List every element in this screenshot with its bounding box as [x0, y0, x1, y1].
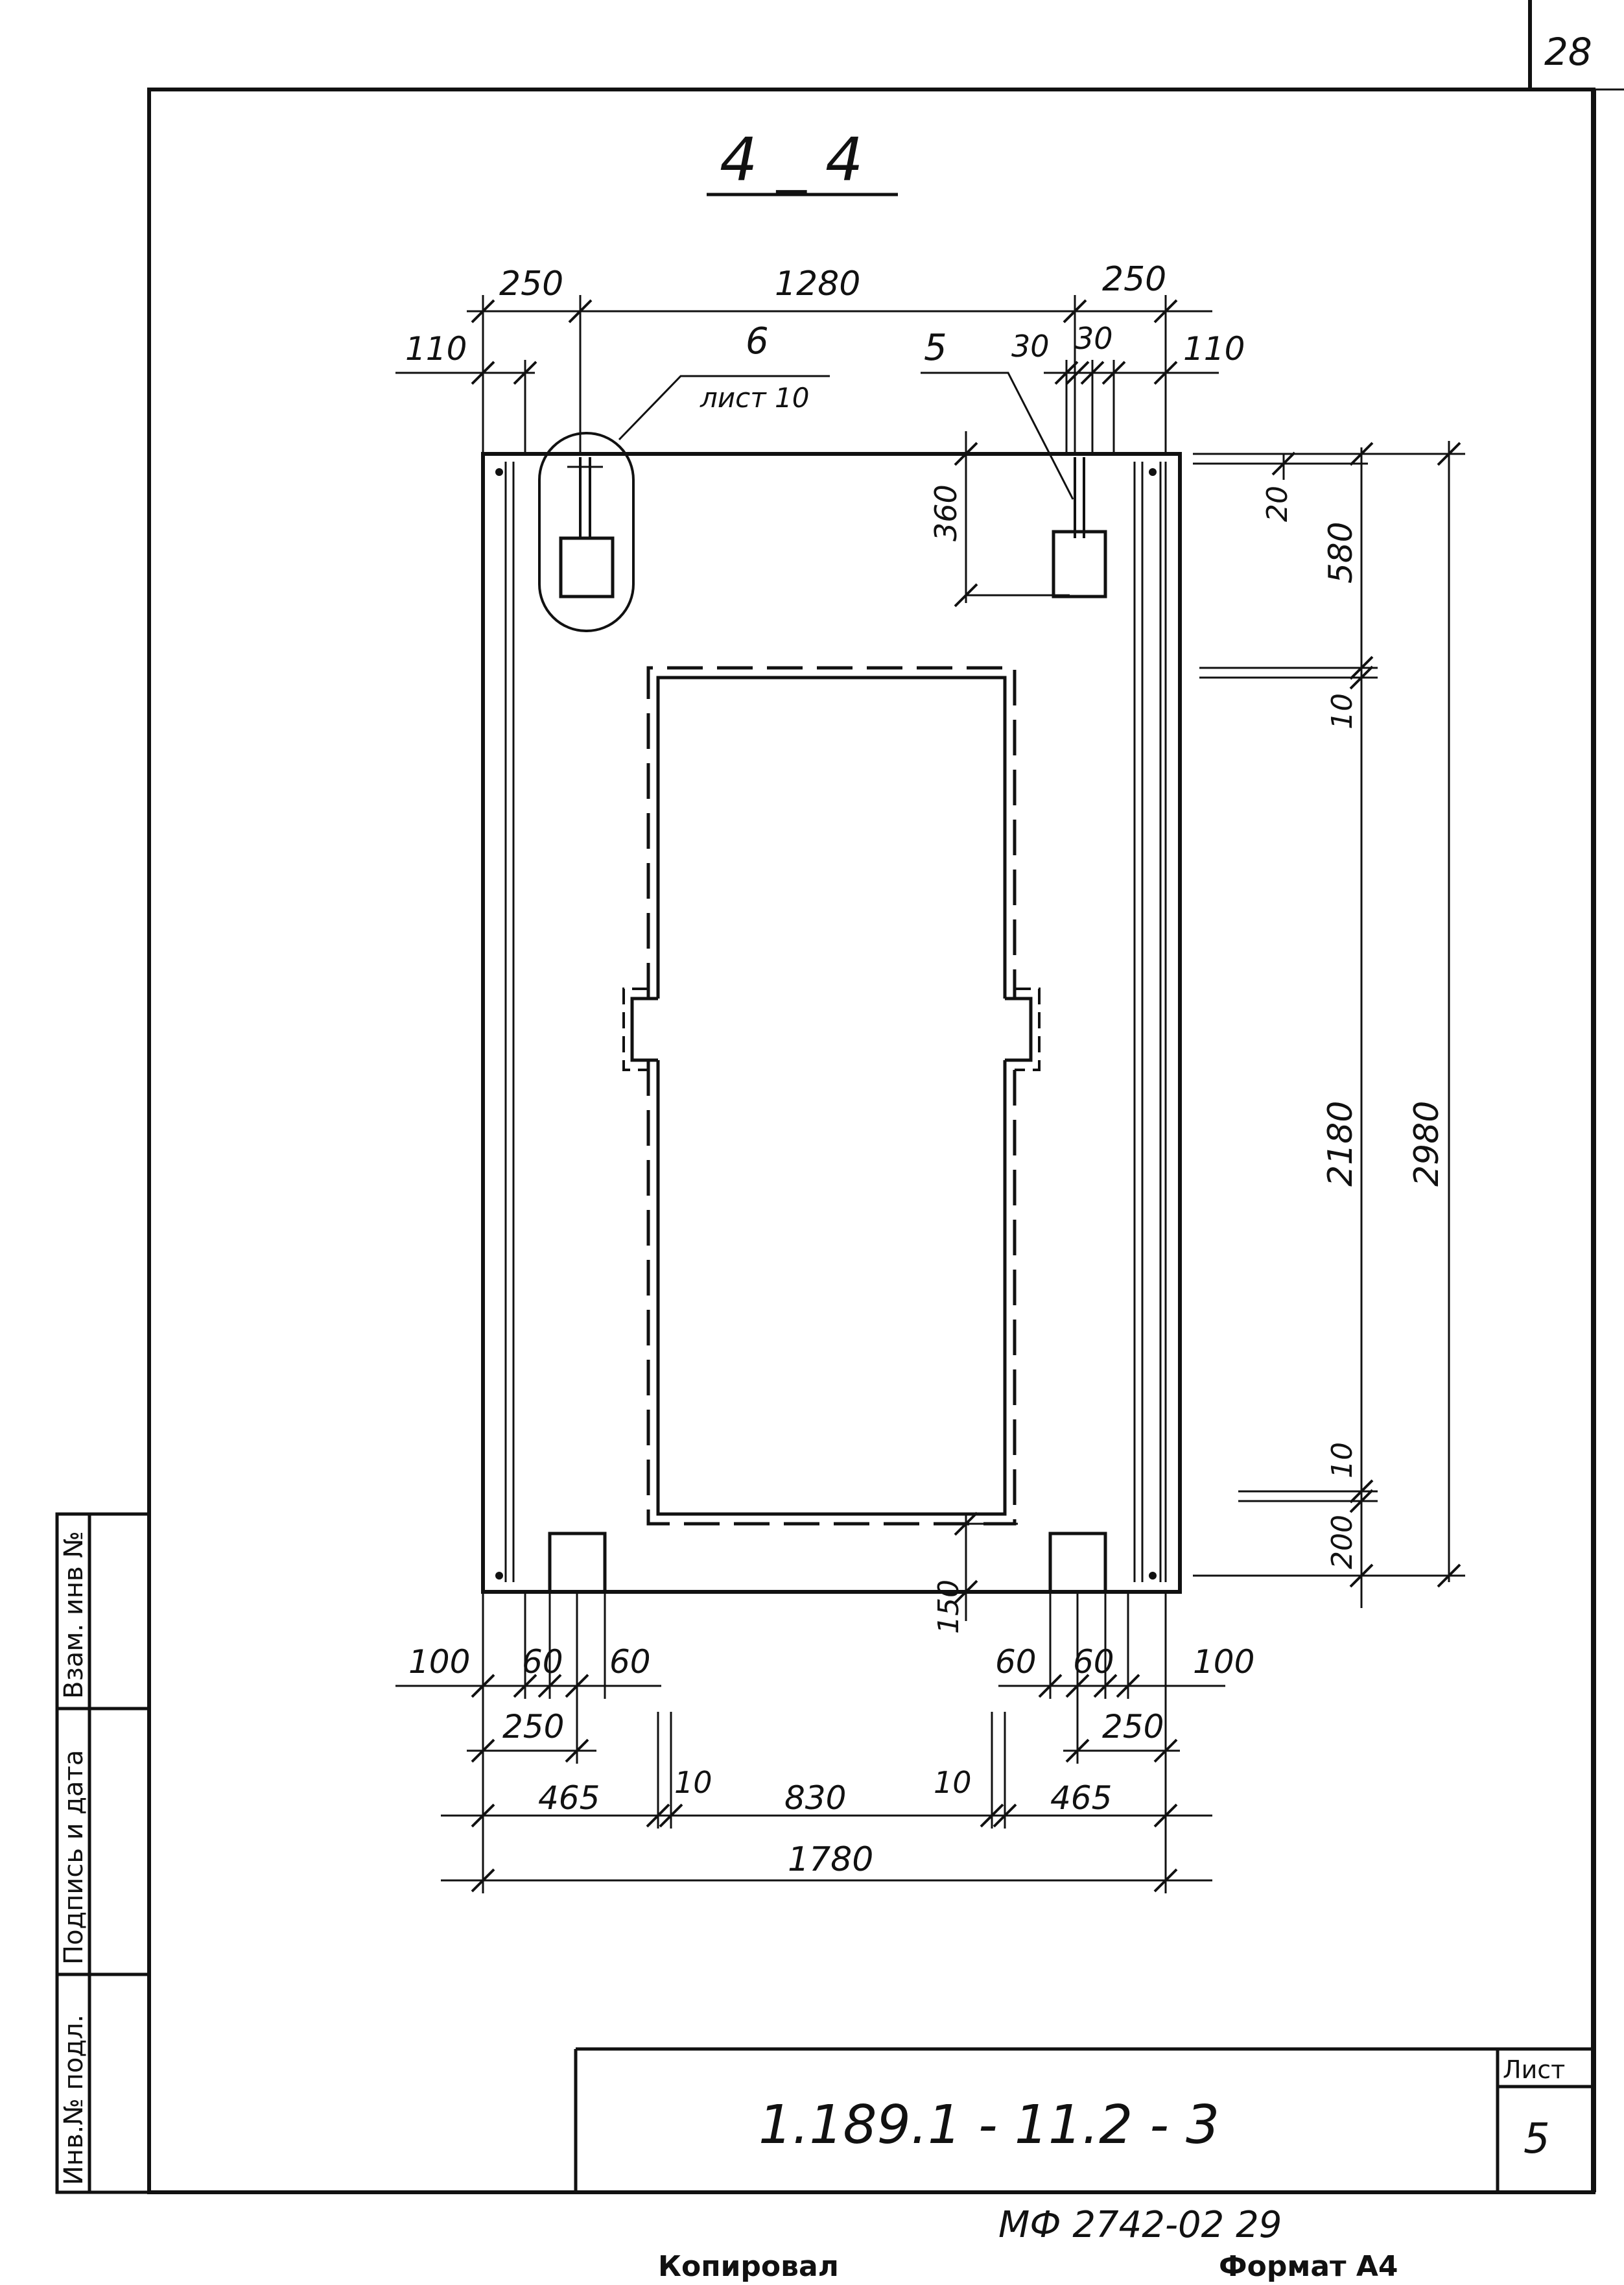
dim-top-left-250: 250 — [499, 265, 563, 303]
dim-right-10-bottom: 10 — [1326, 1442, 1359, 1478]
dim-bottom-right-60a: 60 — [995, 1643, 1037, 1681]
dim-bottom-left-60b: 60 — [609, 1643, 651, 1681]
dim-right-2180: 2180 — [1321, 1101, 1360, 1187]
dim-right-10-top: 10 — [1326, 693, 1359, 729]
dim-right-580: 580 — [1322, 522, 1359, 584]
dim-bottom-830: 830 — [784, 1779, 846, 1817]
corner-sheet-number: 28 — [1544, 30, 1592, 74]
wall-panel-outline — [481, 452, 1182, 1594]
dim-right-20: 20 — [1261, 486, 1294, 522]
stamp-cell-inv-podl: Инв.№ подл. — [59, 2015, 89, 2185]
corner-pin-marks — [495, 468, 1157, 1580]
dim-bottom-left-100: 100 — [408, 1643, 470, 1681]
door-opening — [622, 666, 1041, 1526]
dim-bottom-left-60a: 60 — [522, 1643, 563, 1681]
dim-top-overall: 1280 — [775, 265, 860, 303]
dim-top-right-30a: 30 — [1011, 329, 1050, 364]
dim-bottom-left-465: 465 — [538, 1779, 600, 1817]
sheet-frame — [147, 0, 1624, 2194]
right-dimension-lines — [954, 431, 1465, 1621]
footer-format: Формат А4 — [1219, 2250, 1398, 2283]
callout-detail-number: 6 — [746, 320, 769, 362]
dim-bottom-right-465: 465 — [1050, 1779, 1112, 1817]
dim-bottom-overall: 1780 — [788, 1840, 873, 1879]
side-stamp — [55, 1512, 151, 2194]
footer-copied-by: Копировал — [658, 2250, 839, 2283]
dim-150: 150 — [932, 1580, 965, 1634]
title-block-designation: 1.189.1 - 11.2 - 3 — [759, 2094, 1219, 2156]
embedded-part-top-left — [559, 457, 615, 598]
embedded-part-bottom-left — [548, 1532, 607, 1594]
dim-right-2980: 2980 — [1407, 1101, 1446, 1187]
callout-item-5: 5 — [924, 327, 947, 369]
bottom-dimension-lines — [395, 1592, 1225, 1893]
stamp-cell-podpis-data: Подпись и дата — [59, 1750, 89, 1965]
dim-bottom-right-60b: 60 — [1073, 1643, 1114, 1681]
dim-bottom-left-10: 10 — [674, 1765, 712, 1800]
top-dimension-lines — [395, 295, 1219, 454]
detail-callout-oval — [538, 432, 635, 632]
dim-bottom-left-250: 250 — [502, 1708, 564, 1746]
embedded-part-top-right — [1052, 457, 1107, 598]
callout-leaders — [618, 372, 1074, 500]
section-title: 4 _ 4 — [720, 125, 864, 195]
stamp-cell-vzam-inv: Взам. инв № — [59, 1531, 89, 1699]
title-block-sheet-label: Лист — [1503, 2055, 1565, 2084]
callout-detail-sheet: лист 10 — [700, 382, 810, 414]
dim-top-right-110: 110 — [1183, 330, 1245, 368]
dim-bottom-right-100: 100 — [1193, 1643, 1254, 1681]
embedded-part-bottom-right — [1048, 1532, 1107, 1594]
dim-bottom-right-10: 10 — [934, 1765, 972, 1800]
dim-top-left-110: 110 — [405, 330, 467, 368]
dim-top-right-30b: 30 — [1075, 321, 1113, 356]
dim-right-200: 200 — [1326, 1515, 1359, 1569]
footer-archive-code: МФ 2742-02 29 — [998, 2204, 1282, 2246]
dim-360: 360 — [928, 484, 963, 541]
dim-top-right-250: 250 — [1102, 260, 1166, 299]
title-block — [574, 2047, 1594, 2192]
title-block-sheet-number: 5 — [1524, 2115, 1550, 2163]
dim-bottom-right-250: 250 — [1102, 1708, 1164, 1746]
